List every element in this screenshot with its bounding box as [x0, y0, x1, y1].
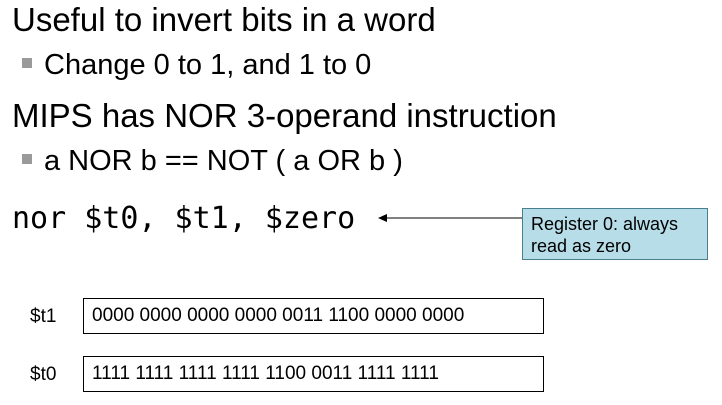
callout-line-1: Register 0: always [531, 214, 679, 234]
callout-line-2: read as zero [531, 236, 632, 256]
register-value-t1: 0000 0000 0000 0000 0011 1100 0000 0000 [83, 298, 544, 334]
square-bullet-icon [22, 154, 32, 165]
register-label-t0: $t0 [30, 364, 57, 385]
bullet-nor-definition: a NOR b == NOT ( a OR b ) [22, 147, 403, 176]
nor-instruction-code: nor $t0, $t1, $zero [12, 201, 356, 236]
arrow-left-icon [378, 214, 522, 222]
square-bullet-icon [22, 58, 32, 69]
heading-invert-bits: Useful to invert bits in a word [12, 1, 436, 38]
register-value-t0: 1111 1111 1111 1111 1100 0011 1111 1111 [83, 356, 544, 392]
heading-mips-nor: MIPS has NOR 3-operand instruction [12, 97, 557, 134]
bullet-text: a NOR b == NOT ( a OR b ) [44, 145, 403, 177]
register-label-t1: $t1 [30, 306, 57, 327]
callout-register-zero-note: Register 0: always read as zero [522, 208, 708, 260]
bullet-change-bits: Change 0 to 1, and 1 to 0 [22, 51, 371, 80]
bullet-text: Change 0 to 1, and 1 to 0 [44, 49, 372, 81]
